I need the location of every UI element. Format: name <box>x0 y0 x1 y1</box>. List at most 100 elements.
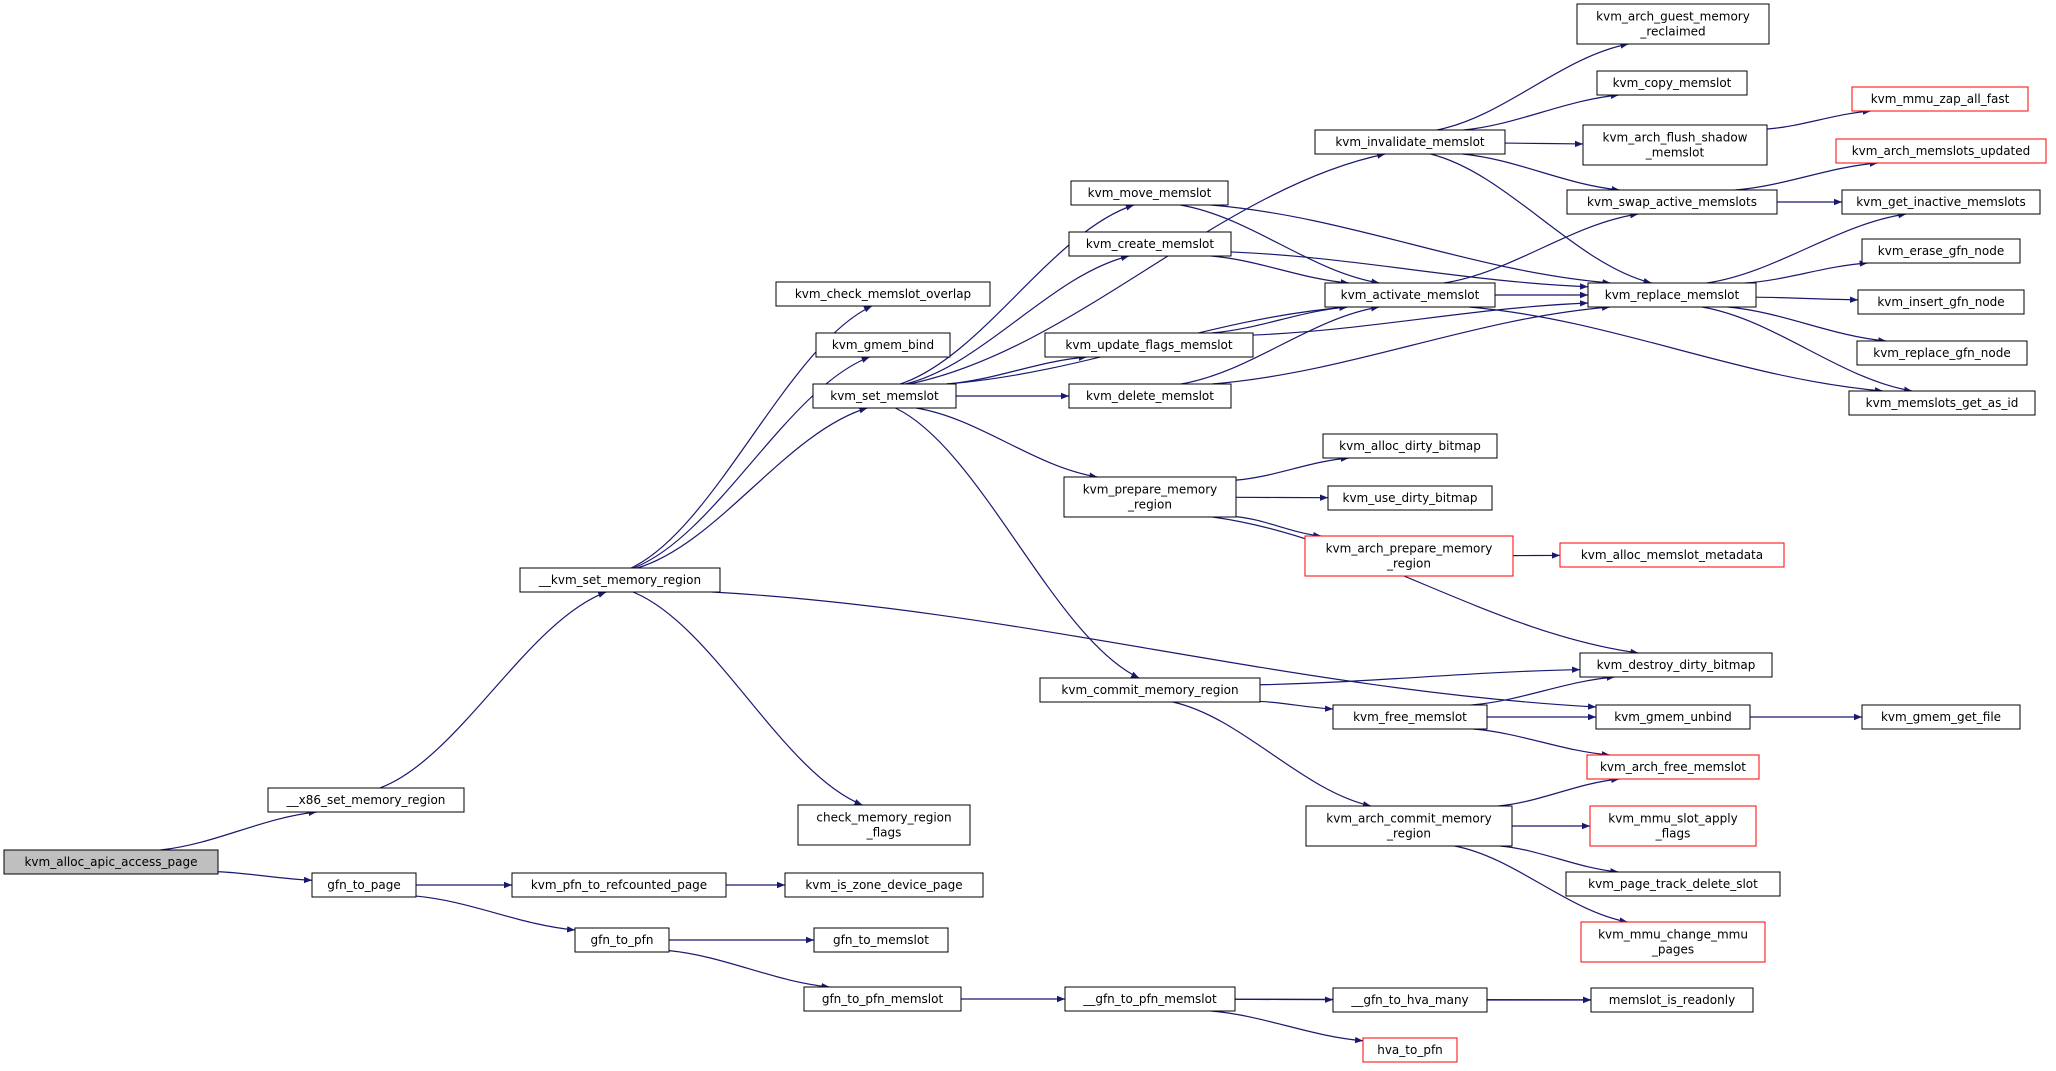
node-kvm-set-memory-region[interactable]: __kvm_set_memory_region <box>519 567 721 593</box>
node-label: kvm_set_memslot <box>830 389 939 403</box>
node-kvm-invalidate-memslot[interactable]: kvm_invalidate_memslot <box>1314 129 1506 155</box>
node-kvm-gmem-get-file[interactable]: kvm_gmem_get_file <box>1861 704 2021 730</box>
node-label: _region <box>1386 557 1431 571</box>
node-box <box>511 872 727 898</box>
node-kvm-arch-free-memslot[interactable]: kvm_arch_free_memslot <box>1586 754 1760 780</box>
node-kvm-mmu-slot-apply-flags[interactable]: kvm_mmu_slot_apply_flags <box>1589 805 1757 847</box>
node-label: kvm_move_memslot <box>1088 186 1212 200</box>
node-box <box>1304 535 1514 577</box>
node-label: kvm_arch_guest_memory <box>1596 10 1750 24</box>
edge-n19-n26 <box>1172 701 1372 808</box>
node-kvm-copy-memslot[interactable]: kvm_copy_memslot <box>1596 70 1748 96</box>
node-label: __kvm_set_memory_region <box>538 573 701 587</box>
node-label: kvm_alloc_dirty_bitmap <box>1339 439 1481 453</box>
edge-n19-n25 <box>1259 700 1334 712</box>
node-kvm-replace-gfn-node[interactable]: kvm_replace_gfn_node <box>1856 340 2028 366</box>
node-label: kvm_create_memslot <box>1086 237 1215 251</box>
node-label: kvm_copy_memslot <box>1613 76 1732 90</box>
node-box <box>1314 129 1506 155</box>
node-x86-set-memory-region[interactable]: __x86_set_memory_region <box>267 787 465 813</box>
node-kvm-destroy-dirty-bitmap[interactable]: kvm_destroy_dirty_bitmap <box>1579 652 1773 678</box>
node-kvm-create-memslot[interactable]: kvm_create_memslot <box>1068 231 1232 257</box>
edge-n20-n29 <box>1436 42 1629 131</box>
edge-n18-n35 <box>1212 516 1639 656</box>
node-label: kvm_memslots_get_as_id <box>1866 396 2019 410</box>
node-label: hva_to_pfn <box>1377 1043 1443 1057</box>
edge-n14-n21 <box>1180 204 1380 285</box>
edge-n18-n22 <box>1235 455 1349 481</box>
node-kvm-check-memslot-overlap[interactable]: kvm_check_memslot_overlap <box>775 281 991 307</box>
edge-n6-n15 <box>905 254 1130 385</box>
node-kvm-erase-gfn-node[interactable]: kvm_erase_gfn_node <box>1861 238 2021 264</box>
node-kvm-insert-gfn-node[interactable]: kvm_insert_gfn_node <box>1857 289 2025 315</box>
edge-n3-n7 <box>632 591 863 806</box>
node-kvm-mmu-zap-all-fast[interactable]: kvm_mmu_zap_all_fast <box>1851 86 2029 112</box>
node-kvm-get-inactive-memslots[interactable]: kvm_get_inactive_memslots <box>1841 189 2041 215</box>
node-kvm-alloc-apic-access-page[interactable]: kvm_alloc_apic_access_page <box>3 849 219 875</box>
node-kvm-memslots-get-as-id[interactable]: kvm_memslots_get_as_id <box>1848 390 2036 416</box>
node-kvm-arch-flush-shadow-memslot[interactable]: kvm_arch_flush_shadow_memslot <box>1582 124 1768 166</box>
node-kvm-arch-commit-memory-region[interactable]: kvm_arch_commit_memory_region <box>1305 805 1513 847</box>
node-label: kvm_pfn_to_refcounted_page <box>531 878 707 892</box>
node-label: kvm_free_memslot <box>1353 710 1467 724</box>
node-gfn-to-pfn-memslot[interactable]: __gfn_to_pfn_memslot <box>1064 986 1236 1012</box>
node-kvm-is-zone-device-page[interactable]: kvm_is_zone_device_page <box>784 872 984 898</box>
node-box <box>1579 652 1773 678</box>
node-box <box>1576 3 1770 45</box>
node-kvm-mmu-change-mmu-pages[interactable]: kvm_mmu_change_mmu_pages <box>1580 921 1766 963</box>
node-memslot-is-readonly[interactable]: memslot_is_readonly <box>1590 987 1754 1013</box>
node-kvm-gmem-unbind[interactable]: kvm_gmem_unbind <box>1595 704 1751 730</box>
node-kvm-replace-memslot[interactable]: kvm_replace_memslot <box>1587 282 1757 308</box>
edge-n0-n2 <box>217 871 313 884</box>
node-kvm-pfn-to-refcounted-page[interactable]: kvm_pfn_to_refcounted_page <box>511 872 727 898</box>
node-hva-to-pfn[interactable]: hva_to_pfn <box>1362 1037 1458 1063</box>
node-gfn-to-page[interactable]: gfn_to_page <box>311 872 417 898</box>
node-label: _region <box>1127 498 1172 512</box>
node-box <box>519 567 721 593</box>
node-check-memory-region-flags[interactable]: check_memory_region_flags <box>797 804 971 846</box>
node-box <box>1039 677 1261 703</box>
node-box <box>311 872 417 898</box>
node-kvm-gmem-bind[interactable]: kvm_gmem_bind <box>815 332 951 358</box>
node-box <box>1596 70 1748 96</box>
edge-n18-n24 <box>1235 515 1322 539</box>
node-box <box>797 804 971 846</box>
node-kvm-delete-memslot[interactable]: kvm_delete_memslot <box>1068 383 1232 409</box>
node-box <box>1322 433 1498 459</box>
node-label: kvm_commit_memory_region <box>1061 683 1238 697</box>
edge-n33-n46 <box>1755 296 1859 303</box>
node-kvm-commit-memory-region[interactable]: kvm_commit_memory_region <box>1039 677 1261 703</box>
edge-n15-n33 <box>1230 251 1589 290</box>
node-kvm-activate-memslot[interactable]: kvm_activate_memslot <box>1324 282 1496 308</box>
node-kvm-page-track-delete-slot[interactable]: kvm_page_track_delete_slot <box>1565 871 1781 897</box>
node-kvm-swap-active-memslots[interactable]: kvm_swap_active_memslots <box>1566 189 1778 215</box>
edge-n6-n20 <box>909 152 1386 385</box>
node-gfn-to-pfn-memslot[interactable]: gfn_to_pfn_memslot <box>803 986 962 1012</box>
node-box <box>1861 704 2021 730</box>
node-gfn-to-memslot[interactable]: gfn_to_memslot <box>813 927 949 953</box>
node-label: _flags <box>866 826 902 840</box>
node-kvm-arch-prepare-memory-region[interactable]: kvm_arch_prepare_memory_region <box>1304 535 1514 577</box>
node-label: kvm_gmem_bind <box>832 338 934 352</box>
node-gfn-to-hva-many[interactable]: __gfn_to_hva_many <box>1332 987 1488 1013</box>
node-box <box>775 281 991 307</box>
node-box <box>1566 189 1778 215</box>
node-kvm-move-memslot[interactable]: kvm_move_memslot <box>1070 180 1229 206</box>
node-box <box>1064 986 1236 1012</box>
node-box <box>1070 180 1229 206</box>
node-kvm-free-memslot[interactable]: kvm_free_memslot <box>1332 704 1488 730</box>
node-label: kvm_gmem_unbind <box>1614 710 1732 724</box>
edge-n6-n18 <box>915 407 1098 479</box>
node-kvm-alloc-memslot-metadata[interactable]: kvm_alloc_memslot_metadata <box>1559 542 1785 568</box>
node-box <box>1580 921 1766 963</box>
node-kvm-set-memslot[interactable]: kvm_set_memslot <box>812 383 957 409</box>
node-label: gfn_to_memslot <box>833 933 929 947</box>
node-kvm-alloc-dirty-bitmap[interactable]: kvm_alloc_dirty_bitmap <box>1322 433 1498 459</box>
node-gfn-to-pfn[interactable]: gfn_to_pfn <box>574 927 670 953</box>
node-box <box>1559 542 1785 568</box>
node-kvm-prepare-memory-region[interactable]: kvm_prepare_memory_region <box>1063 476 1237 518</box>
node-kvm-arch-guest-memory-reclaimed[interactable]: kvm_arch_guest_memory_reclaimed <box>1576 3 1770 45</box>
node-kvm-update-flags-memslot[interactable]: kvm_update_flags_memslot <box>1044 332 1254 358</box>
node-kvm-use-dirty-bitmap[interactable]: kvm_use_dirty_bitmap <box>1327 485 1493 511</box>
node-kvm-arch-memslots-updated[interactable]: kvm_arch_memslots_updated <box>1835 138 2047 164</box>
